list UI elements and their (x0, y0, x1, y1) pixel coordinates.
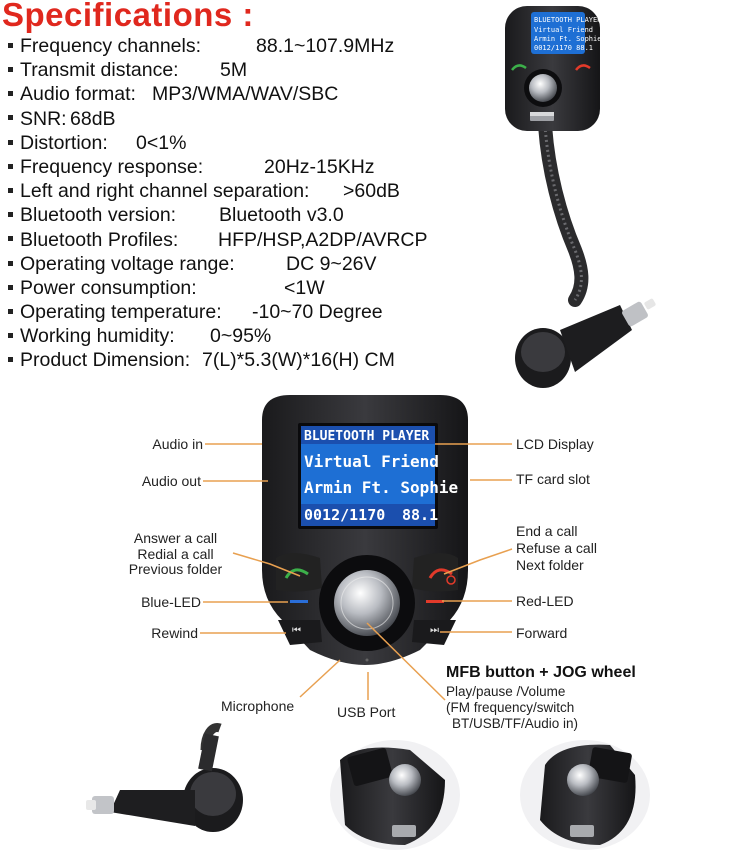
spec-value: DC 9~26V (286, 252, 377, 275)
spec-value: Bluetooth v3.0 (219, 204, 344, 227)
spec-value: 88.1~107.9MHz (256, 35, 395, 57)
spec-label: Left and right channel separation: (20, 180, 310, 203)
label-tf-card-slot: TF card slot (516, 471, 590, 487)
spec-item: Distortion: 0<1% (6, 131, 309, 155)
spec-label: Audio format: (20, 83, 136, 106)
spec-item: Power consumption: <1W (6, 276, 325, 300)
spec-label: Operating temperature: (20, 301, 222, 324)
spec-item: Transmit distance: 5M (6, 58, 309, 82)
spec-item: Product Dimension: 7(L)*5.3(W)*16(H) CM (6, 348, 395, 372)
label-microphone: Microphone (221, 698, 295, 714)
lcd-frequency: 88.1 (402, 506, 438, 524)
spec-value: 68dB (70, 107, 116, 130)
small-lcd-line4: 0012/1170 88.1 (534, 44, 593, 52)
label-audio-out: Audio out (141, 473, 201, 489)
spec-value: -10~70 Degree (252, 301, 383, 324)
spec-value: 0~95% (210, 325, 272, 348)
spec-item: Working humidity: 0~95% (6, 324, 309, 348)
label-usb-port: USB Port (337, 704, 396, 720)
spec-value: >60dB (343, 180, 400, 203)
spec-item: Operating temperature: -10~70 Degree (6, 300, 383, 324)
spec-label: Power consumption: (20, 276, 197, 299)
spec-value: <1W (284, 276, 325, 299)
spec-item: Frequency channels: 88.1~107.9MHz (6, 34, 394, 58)
jog-wheel (334, 570, 400, 636)
spec-item: Bluetooth version: Bluetooth v3.0 (6, 203, 344, 227)
label-forward: Forward (516, 625, 568, 641)
spec-list: Frequency channels: 88.1~107.9MHz Transmi… (6, 34, 428, 373)
label-audio-in: Audio in (152, 436, 203, 452)
spec-label: Frequency response: (20, 155, 204, 178)
spec-item: Audio format: MP3/WMA/WAV/SBC (6, 82, 338, 106)
label-mfb-title: MFB button + JOG wheel (446, 664, 636, 681)
spec-label: Distortion: (20, 131, 108, 154)
label-next-folder: Next folder (516, 557, 584, 573)
lcd-line-2: Virtual Friend (304, 452, 439, 471)
mfb-line-1: Play/pause /Volume (446, 684, 566, 699)
label-redial-call: Redial a call (137, 546, 214, 562)
mfb-line-2: (FM frequency/switch (446, 700, 575, 715)
spec-value: 20Hz-15KHz (264, 155, 375, 178)
label-end-call: End a call (516, 523, 578, 539)
label-lcd-display: LCD Display (516, 436, 594, 452)
spec-value: MP3/WMA/WAV/SBC (152, 83, 339, 106)
main-device-illustration: BLUETOOTH PLAYER Virtual Friend Armin Ft… (262, 395, 468, 665)
forward-icon: ⏭ (430, 625, 439, 636)
bottom-product-photos (86, 723, 650, 850)
spec-label: Bluetooth Profiles: (20, 228, 179, 251)
spec-value: HFP/HSP,A2DP/AVRCP (218, 228, 428, 251)
small-lcd-line1: BLUETOOTH PLAYER (534, 16, 602, 24)
spec-label: SNR: (20, 107, 67, 130)
power-icon (446, 575, 456, 585)
leader-lines (200, 443, 513, 701)
spec-item: Left and right channel separation: >60dB (6, 179, 400, 203)
small-lcd-line3: Armin Ft. Sophie (534, 35, 601, 43)
label-red-led: Red-LED (516, 593, 574, 609)
spec-item: SNR:68dB (6, 107, 309, 131)
spec-item: Bluetooth Profiles: HFP/HSP,A2DP/AVRCP (6, 228, 428, 252)
label-previous-folder: Previous folder (128, 561, 223, 577)
small-lcd-line2: Virtual Friend (534, 26, 593, 34)
label-rewind: Rewind (151, 625, 198, 641)
spec-label: Working humidity: (20, 325, 175, 348)
spec-item: Operating voltage range: DC 9~26V (6, 252, 377, 276)
lcd-line-1: BLUETOOTH PLAYER (304, 429, 429, 444)
spec-value: 0<1% (136, 131, 187, 154)
spec-label: Bluetooth version: (20, 204, 177, 227)
label-blue-led: Blue-LED (141, 594, 201, 610)
specifications-title: Specifications : (2, 0, 254, 33)
spec-item: Frequency response: 20Hz-15KHz (6, 155, 375, 179)
gooseneck-device-photo: BLUETOOTH PLAYER Virtual Friend Armin Ft… (505, 6, 656, 388)
spec-label: Frequency channels: (20, 35, 202, 57)
spec-label: Product Dimension: (20, 349, 191, 372)
label-answer-call: Answer a call (133, 530, 218, 546)
label-refuse-call: Refuse a call (516, 540, 597, 556)
mfb-line-3: BT/USB/TF/Audio in) (452, 716, 579, 731)
spec-label: Operating voltage range: (20, 252, 235, 275)
spec-value: 5M (220, 59, 248, 82)
spec-label: Transmit distance: (20, 59, 179, 82)
lcd-track: 0012/1170 (304, 506, 385, 524)
mfb-description: Play/pause /Volume (FM frequency/switch … (446, 684, 578, 732)
lcd-line-3: Armin Ft. Sophie (304, 478, 458, 497)
spec-value: 7(L)*5.3(W)*16(H) CM (202, 349, 395, 372)
answer-call-icon (284, 568, 309, 579)
rewind-icon: ⏮ (292, 625, 301, 636)
